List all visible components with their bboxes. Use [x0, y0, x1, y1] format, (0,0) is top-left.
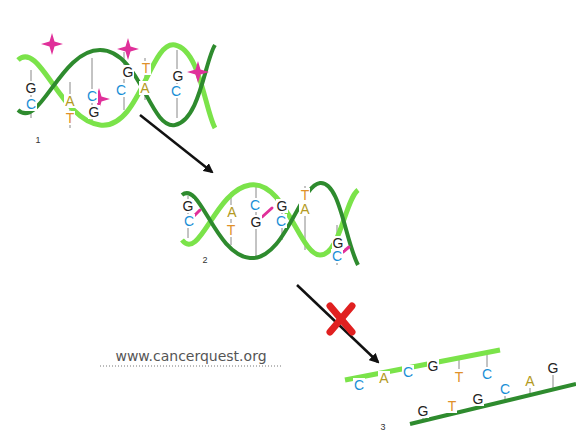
base-letter: A — [64, 94, 75, 108]
dna-strand — [18, 45, 215, 125]
base-letter: G — [427, 359, 440, 373]
dna-strand — [18, 45, 215, 128]
base-letter: G — [182, 199, 195, 213]
base-ticks — [359, 352, 553, 419]
base-letter: G — [332, 236, 345, 250]
base-letter: C — [275, 214, 287, 228]
base-letter: T — [226, 223, 237, 237]
callout-number: 3 — [379, 423, 386, 432]
process-arrow — [297, 285, 378, 362]
base-letter: G — [25, 81, 38, 95]
base-letter: T — [141, 61, 152, 75]
single-strand — [410, 384, 576, 424]
base-letter: A — [139, 81, 150, 95]
base-letter: T — [65, 111, 76, 125]
base-letter: A — [299, 202, 310, 216]
base-letter: C — [170, 84, 182, 98]
damage-stars — [41, 33, 209, 110]
base-letter: G — [472, 392, 485, 406]
base-letter: C — [353, 378, 365, 392]
watermark: www.cancerquest.org — [114, 349, 267, 363]
base-letter: A — [226, 205, 237, 219]
base-letter: G — [122, 65, 135, 79]
base-letter: C — [183, 214, 195, 228]
base-letter: T — [454, 370, 465, 384]
base-letter: A — [378, 371, 389, 385]
callout-number: 1 — [34, 136, 41, 145]
base-letter: A — [524, 374, 535, 388]
base-letter: G — [88, 105, 101, 119]
blocked-x — [330, 306, 352, 332]
single-strand — [345, 350, 500, 380]
base-letter: G — [417, 404, 430, 418]
base-letter: C — [86, 89, 98, 103]
watermark-underline — [100, 366, 282, 367]
base-letter: C — [402, 365, 414, 379]
process-arrow — [140, 115, 212, 172]
base-letter: T — [300, 188, 311, 202]
base-letter: T — [447, 399, 458, 413]
base-letter: C — [249, 198, 261, 212]
callout-number: 2 — [201, 256, 208, 265]
dna-strand — [182, 183, 358, 265]
base-letter: C — [481, 367, 493, 381]
base-letter: G — [172, 69, 185, 83]
base-letter: C — [115, 83, 127, 97]
crosslink-marks — [194, 208, 349, 252]
base-letter: G — [250, 215, 263, 229]
base-letter: C — [331, 249, 343, 263]
base-letter: G — [276, 199, 289, 213]
base-letter: G — [547, 361, 560, 375]
base-letter: C — [499, 382, 511, 396]
base-letter: C — [25, 97, 37, 111]
